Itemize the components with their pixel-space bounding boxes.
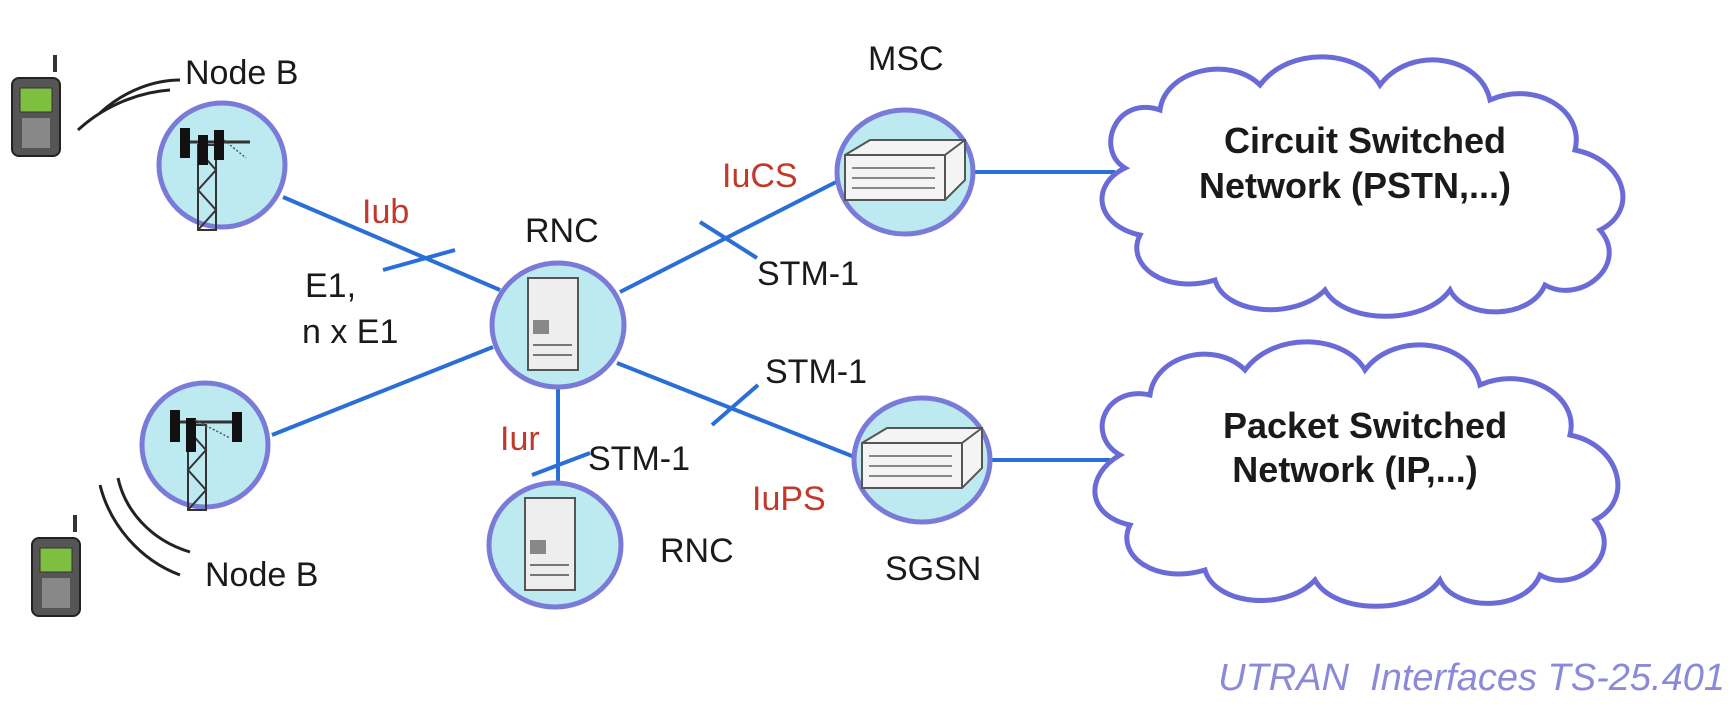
mobile-phone-icon (31, 515, 81, 617)
iups-label: IuPS (752, 480, 826, 518)
tick-iucs (698, 220, 759, 260)
msc: MSC (834, 40, 976, 237)
rnc-second: RNC (486, 480, 734, 610)
packet-switched-title: Packet Switched (1223, 405, 1507, 446)
packet-switched-cloud: Packet Switched Network (IP,...) (1092, 339, 1621, 609)
rnc-main-label: RNC (525, 212, 599, 250)
stm1-iups-label: STM-1 (765, 353, 867, 391)
node-b-bottom-label: Node B (205, 556, 318, 594)
antenna-tower-icon (180, 128, 250, 231)
circuit-switched-subtitle: Network (PSTN,...) (1199, 165, 1511, 206)
node-b-top-label: Node B (185, 54, 298, 92)
rnc-cabinet-icon (527, 277, 579, 371)
node-b-bottom: Node B (98, 380, 318, 594)
rnc-second-label: RNC (660, 532, 734, 570)
tick-iups (710, 383, 760, 427)
radio-wave-icon (76, 88, 171, 132)
iucs-label: IuCS (722, 157, 798, 195)
diagram-caption: UTRAN Interfaces TS-25.401 (1218, 657, 1725, 699)
stm1-iucs-label: STM-1 (757, 255, 859, 293)
switch-device-icon (844, 139, 966, 201)
link-iub-top (282, 195, 501, 292)
rnc-main: RNC (489, 212, 627, 390)
antenna-tower-icon (170, 410, 242, 511)
e1-label-line1: E1, (305, 267, 356, 305)
iur-label: Iur (500, 420, 540, 458)
rnc-cabinet-icon (524, 497, 576, 591)
e1-label-line2: n x E1 (302, 313, 398, 351)
switch-device-icon (861, 427, 983, 489)
tick-iub (382, 248, 456, 272)
circuit-switched-title: Circuit Switched (1224, 120, 1506, 161)
radio-wave-icon (116, 477, 191, 554)
radio-wave-icon (98, 484, 181, 577)
mobile-phone-icon (11, 55, 61, 157)
node-b-top: Node B (76, 54, 298, 231)
radio-wave-icon (98, 78, 181, 115)
tick-iur (531, 451, 591, 477)
link-iups (616, 361, 863, 462)
link-iucs (619, 178, 841, 294)
iub-label: Iub (362, 193, 409, 231)
link-rnc-nodeb-bottom (271, 345, 494, 437)
msc-label: MSC (868, 40, 944, 78)
circuit-switched-cloud: Circuit Switched Network (PSTN,...) (1099, 54, 1626, 319)
sgsn: SGSN (851, 395, 993, 588)
packet-switched-subtitle: Network (IP,...) (1232, 449, 1477, 490)
sgsn-label: SGSN (885, 550, 981, 588)
stm1-iur-label: STM-1 (588, 440, 690, 478)
